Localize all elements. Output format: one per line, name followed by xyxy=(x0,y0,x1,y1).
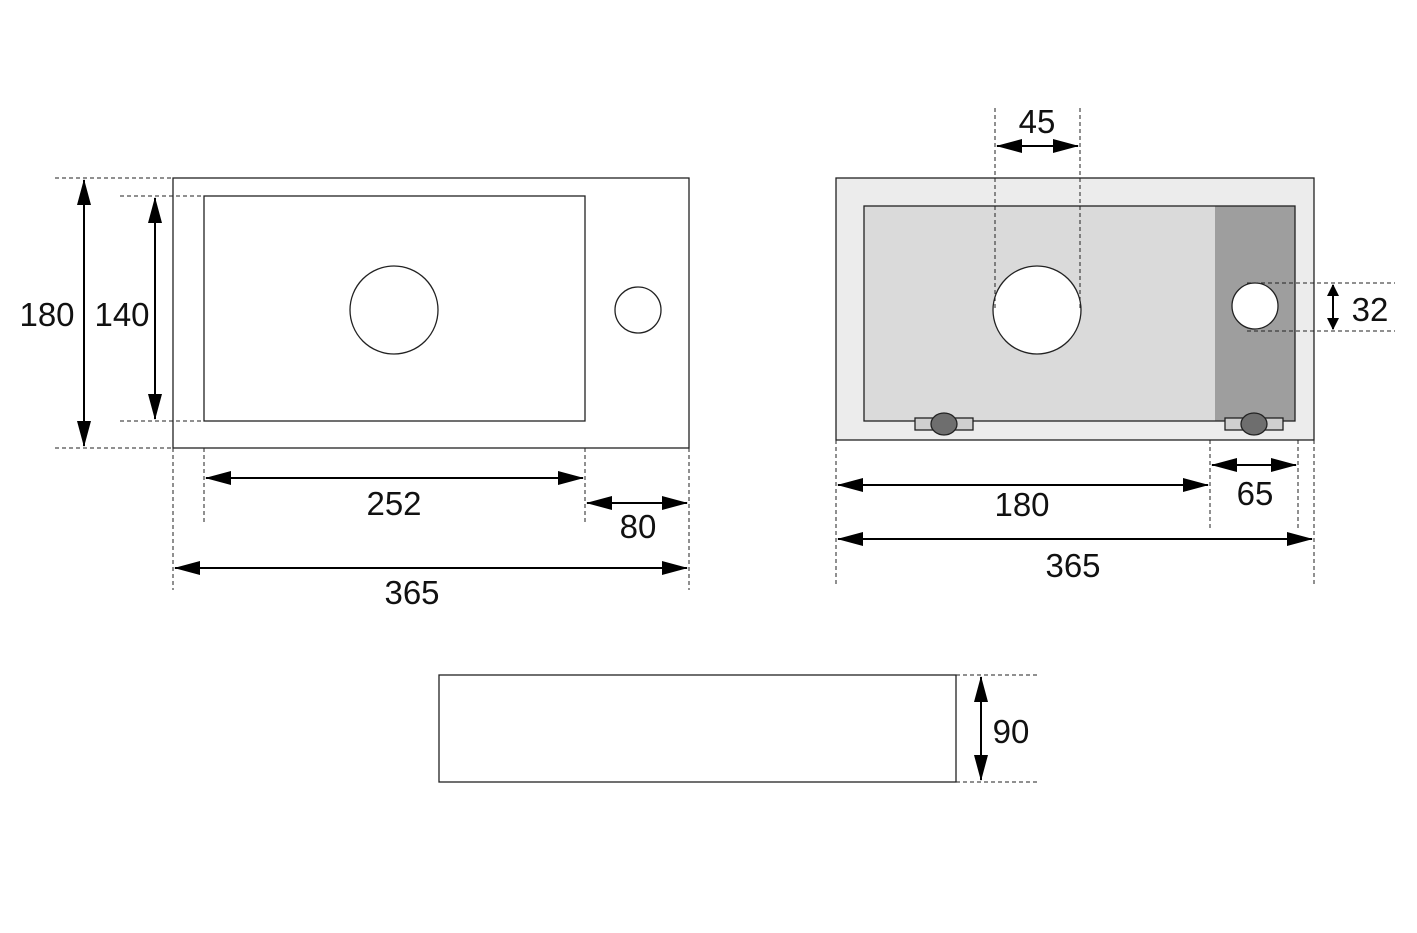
tap-hole xyxy=(614,286,662,334)
dim-label-tap-offset: 65 xyxy=(1237,475,1274,512)
dim-label-tap-hole: 32 xyxy=(1352,291,1389,328)
drain-hole xyxy=(349,265,439,355)
tap-hole xyxy=(1231,282,1279,330)
dim-label-basin-offset: 180 xyxy=(994,486,1049,523)
dim-label-height-outer: 180 xyxy=(19,296,74,333)
dim-label-basin-width: 252 xyxy=(366,485,421,522)
dim-label-total-width: 365 xyxy=(384,574,439,611)
dim-label-depth: 90 xyxy=(993,713,1030,750)
side-view: 90 xyxy=(438,674,1038,783)
top-view: 180 140 252 80 365 xyxy=(19,177,690,611)
dim-label-tap-deck: 80 xyxy=(620,508,657,545)
side-outline xyxy=(438,674,957,783)
underside-view: 45 32 180 65 365 xyxy=(835,103,1395,585)
dim-label-drain: 45 xyxy=(1019,103,1056,140)
mounting-clamp xyxy=(914,412,974,436)
dim-label-height-inner: 140 xyxy=(94,296,149,333)
drain-hole xyxy=(992,265,1082,355)
dim-label-total-width: 365 xyxy=(1045,547,1100,584)
mounting-clamp xyxy=(1224,412,1284,436)
